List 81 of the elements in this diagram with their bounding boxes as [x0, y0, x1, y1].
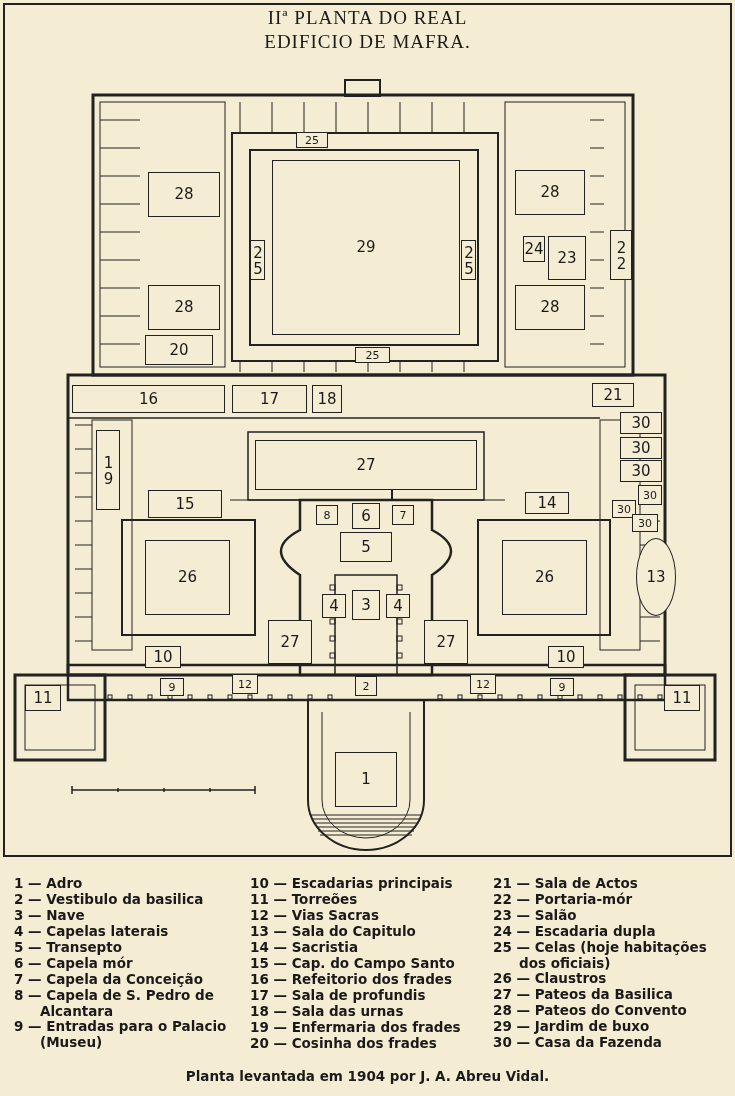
- key-entry: 10 — Escadarias principais: [250, 876, 454, 892]
- key-entry: 7 — Capela da Conceição: [14, 972, 204, 988]
- key-entry: 5 — Transepto: [14, 940, 123, 956]
- key-entry: 25 — Celas (hoje habitações dos oficiais): [493, 940, 708, 972]
- key-entry: 18 — Sala das urnas: [250, 1004, 405, 1020]
- numbered-room: 24: [523, 236, 545, 262]
- numbered-room: 21: [592, 383, 634, 407]
- numbered-room: 10: [548, 646, 584, 668]
- numbered-room: 30: [612, 500, 636, 518]
- numbered-room: 4: [322, 594, 346, 618]
- numbered-room: 1: [335, 752, 397, 807]
- key-entry: 1 — Adro: [14, 876, 84, 892]
- numbered-room: 25: [296, 132, 328, 148]
- numbered-room: 28: [515, 285, 585, 330]
- numbered-room: 22: [610, 230, 632, 280]
- numbered-room: 11: [25, 685, 61, 711]
- numbered-room: 9: [160, 678, 184, 696]
- caption: Planta levantada em 1904 por J. A. Abreu Vidal.: [184, 1068, 551, 1084]
- numbered-room: 28: [148, 285, 220, 330]
- numbered-room: 12: [470, 674, 496, 694]
- numbered-room: 3: [352, 590, 380, 620]
- title: IIª PLANTA DO REAL EDIFICIO DE MAFRA.: [263, 6, 472, 54]
- numbered-room: 17: [232, 385, 307, 413]
- numbered-room: 10: [145, 646, 181, 668]
- key-entry: 20 — Cosinha dos frades: [250, 1036, 438, 1052]
- numbered-room: 19: [96, 430, 120, 510]
- key-entry: 13 — Sala do Capitulo: [250, 924, 417, 940]
- numbered-room: 30: [620, 412, 662, 434]
- key-entry: 17 — Sala de profundis: [250, 988, 427, 1004]
- key-entry: 3 — Nave: [14, 908, 86, 924]
- numbered-room: 14: [525, 492, 569, 514]
- numbered-room: 11: [664, 685, 700, 711]
- numbered-room: 30: [620, 437, 662, 459]
- numbered-room: 26: [145, 540, 230, 615]
- numbered-room: 2: [355, 676, 377, 696]
- numbered-room: 4: [386, 594, 410, 618]
- key-entry: 8 — Capela de S. Pedro de Alcantara: [14, 988, 215, 1020]
- numbered-room: 25: [461, 240, 476, 280]
- numbered-room: 7: [392, 505, 414, 525]
- numbered-room: 30: [632, 514, 658, 532]
- numbered-room: 6: [352, 503, 380, 529]
- key-entry: 9 — Entradas para o Palacio (Museu): [14, 1019, 228, 1051]
- key-entry: 27 — Pateos da Basilica: [493, 987, 674, 1003]
- numbered-room: 30: [638, 485, 662, 505]
- key-entry: 2 — Vestibulo da basilica: [14, 892, 205, 908]
- numbered-room: 27: [255, 440, 477, 490]
- numbered-room: 28: [515, 170, 585, 215]
- key-entry: 29 — Jardim de buxo: [493, 1019, 651, 1035]
- numbered-room: 26: [502, 540, 587, 615]
- key-entry: 24 — Escadaria dupla: [493, 924, 657, 940]
- numbered-room: 29: [272, 160, 460, 335]
- key-entry: 19 — Enfermaria dos frades: [250, 1020, 462, 1036]
- numbered-room: 25: [355, 347, 390, 363]
- numbered-room: 20: [145, 335, 213, 365]
- key-entry: 14 — Sacristia: [250, 940, 360, 956]
- numbered-room: 28: [148, 172, 220, 217]
- key-entry: 28 — Pateos do Convento: [493, 1003, 688, 1019]
- numbered-room: 5: [340, 532, 392, 562]
- numbered-room: 27: [424, 620, 468, 664]
- key-entry: 23 — Salão: [493, 908, 578, 924]
- key-entry: 15 — Cap. do Campo Santo: [250, 956, 456, 972]
- numbered-room: 12: [232, 674, 258, 694]
- key-entry: 26 — Claustros: [493, 971, 608, 987]
- numbered-room: 27: [268, 620, 312, 664]
- numbered-room: 30: [620, 460, 662, 482]
- key-entry: 11 — Torreões: [250, 892, 359, 908]
- key-entry: 12 — Vias Sacras: [250, 908, 380, 924]
- numbered-room: 15: [148, 490, 222, 518]
- numbered-room: 18: [312, 385, 342, 413]
- numbered-room: 23: [548, 236, 586, 280]
- numbered-room: 8: [316, 505, 338, 525]
- key-entry: 6 — Capela mór: [14, 956, 134, 972]
- numbered-room: 25: [250, 240, 265, 280]
- numbered-room: 9: [550, 678, 574, 696]
- key-entry: 4 — Capelas laterais: [14, 924, 170, 940]
- numbered-room: 16: [72, 385, 225, 413]
- key-entry: 30 — Casa da Fazenda: [493, 1035, 663, 1051]
- oval-room: 13: [636, 538, 676, 616]
- key-entry: 22 — Portaria-mór: [493, 892, 634, 908]
- key-entry: 21 — Sala de Actos: [493, 876, 639, 892]
- key-entry: 16 — Refeitorio dos frades: [250, 972, 454, 988]
